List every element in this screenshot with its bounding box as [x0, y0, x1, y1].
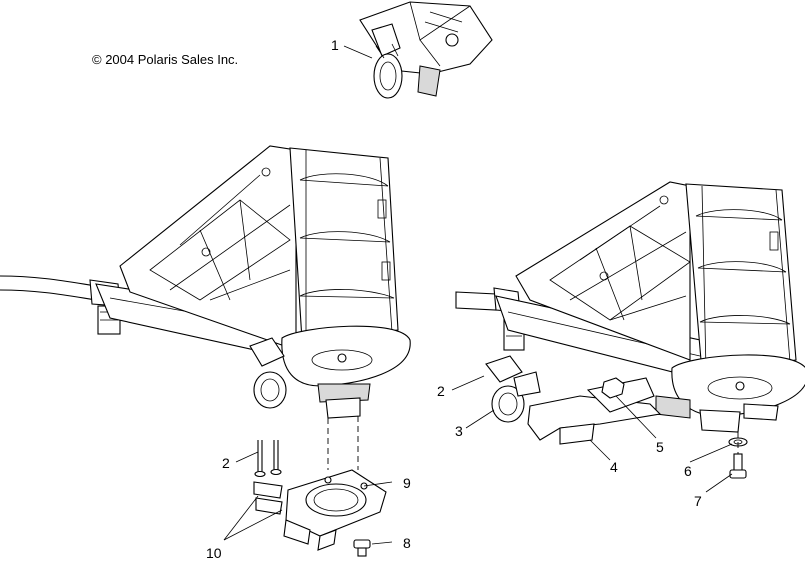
callout-4: 4	[610, 459, 618, 475]
left-exploded-parts	[253, 440, 387, 557]
left-assembly	[0, 145, 411, 470]
copyright-notice: © 2004 Polaris Sales Inc.	[92, 52, 239, 67]
callout-2-right: 2	[437, 383, 445, 399]
callout-5: 5	[656, 439, 664, 455]
callout-10: 10	[206, 545, 222, 561]
top-detail-view	[359, 1, 493, 99]
callout-3: 3	[455, 423, 463, 439]
callout-1: 1	[331, 37, 339, 53]
callout-9: 9	[403, 475, 411, 491]
right-assembly	[455, 181, 805, 479]
callout-7: 7	[694, 493, 702, 509]
callout-2-left: 2	[222, 455, 230, 471]
callout-6: 6	[684, 463, 692, 479]
leader-lines	[223, 45, 733, 545]
callout-8: 8	[403, 535, 411, 551]
